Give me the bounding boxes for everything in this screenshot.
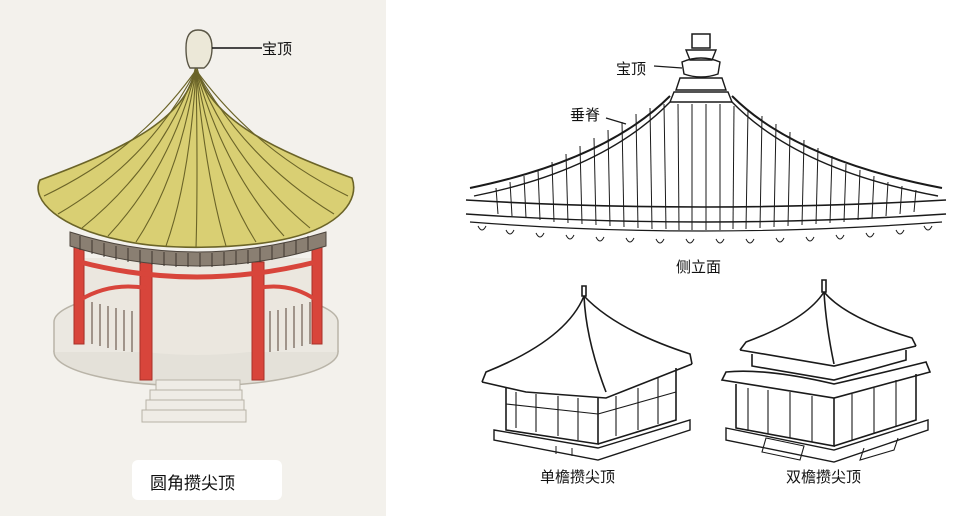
double-eave-caption: 双檐攒尖顶	[786, 468, 862, 486]
pavilion-steps	[141, 379, 247, 423]
ridge-label: 垂脊	[570, 106, 601, 124]
round-pavilion-panel: 宝顶 圆角攒尖顶	[0, 0, 386, 516]
caption-box	[132, 460, 282, 500]
roof-cone	[37, 63, 355, 249]
round-roof-caption: 圆角攒尖顶	[150, 474, 235, 494]
line-drawings	[465, 33, 947, 463]
finial-icon	[185, 29, 213, 69]
single-eave-drawing	[481, 285, 693, 461]
round-finial-label: 宝顶	[262, 40, 293, 58]
line-drawings-panel: 宝顶 垂脊 侧立面 单檐攒尖顶 双檐攒尖顶	[386, 0, 964, 516]
double-eave-drawing	[720, 279, 932, 463]
single-eave-caption: 单檐攒尖顶	[540, 468, 616, 486]
side-elevation-drawing	[465, 33, 947, 244]
elevation-finial-label: 宝顶	[616, 60, 647, 78]
elevation-caption: 侧立面	[676, 258, 722, 276]
pavilion-columns	[73, 239, 323, 381]
round-pavilion-illustration	[37, 29, 355, 423]
roof-ribs	[43, 69, 349, 249]
